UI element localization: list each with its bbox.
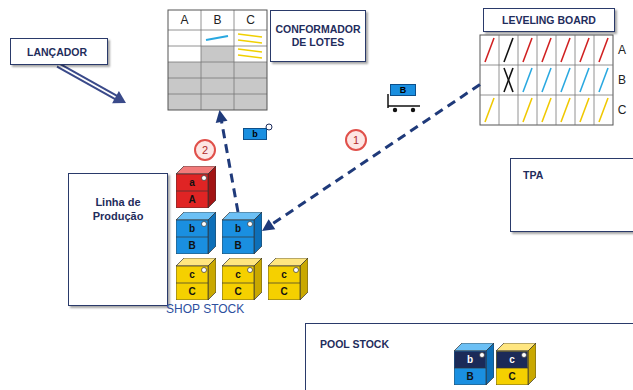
callout-number: 1 <box>345 129 367 151</box>
bin-letter: b <box>176 220 208 237</box>
leveling-grid-drawing <box>480 35 613 125</box>
launcher-box: LANÇADOR <box>10 38 108 65</box>
box-title: LANÇADOR <box>27 46 87 58</box>
area-box: Linha de Produção <box>68 173 168 306</box>
card-letter: B <box>391 85 415 95</box>
bin-drawing <box>454 343 494 385</box>
bin-letter: A <box>176 191 208 208</box>
kanban-bin: aA <box>176 166 216 208</box>
cart-drawing <box>388 94 420 112</box>
label-box: LEVELING BOARD <box>483 8 615 32</box>
leveling-grid: ABC <box>480 35 628 125</box>
bin-drawing <box>222 258 262 300</box>
bin-drawing <box>176 166 216 208</box>
bin-letter: c <box>496 351 528 368</box>
callout-number: 2 <box>194 139 216 161</box>
bin-letter: b <box>454 351 486 368</box>
area-title: Linha de Produção <box>75 196 161 224</box>
bin-drawing <box>496 343 536 385</box>
row-letter: A <box>616 35 628 65</box>
batch-board-drawing <box>168 10 267 110</box>
dashed-line <box>270 85 480 226</box>
kanban-bin: cC <box>222 258 262 300</box>
bin-letter: c <box>222 266 254 283</box>
bin-letter: a <box>176 174 208 191</box>
box-title: CONFORMADOR DE LOTES <box>275 23 361 49</box>
arrow-head <box>216 110 228 123</box>
bin-letter: B <box>176 237 208 254</box>
bin-letter: B <box>454 368 486 385</box>
area-label: SHOP STOCK <box>166 302 244 316</box>
kanban-card: B <box>390 84 416 96</box>
kanban-bin: cC <box>268 258 308 300</box>
bin-letter: C <box>268 283 300 300</box>
kanban-bin: bB <box>176 212 216 254</box>
bin-drawing <box>268 258 308 300</box>
bin-drawing <box>176 258 216 300</box>
kanban-bin: cC <box>496 343 536 385</box>
label-box: CONFORMADOR DE LOTES <box>270 10 366 62</box>
kanban-bin: cC <box>176 258 216 300</box>
bin-letter: C <box>496 368 528 385</box>
dashed-flow-arrow <box>216 110 238 212</box>
box-title: LEVELING BOARD <box>502 14 596 26</box>
arrow-head <box>262 219 275 231</box>
bin-drawing <box>222 212 262 254</box>
card-letter: b <box>244 129 266 139</box>
row-letter: B <box>616 65 628 95</box>
dashed-line <box>221 120 238 212</box>
bin-letter: C <box>176 283 208 300</box>
area-box: POOL STOCKbBcC <box>305 323 633 390</box>
batch-board: ABC <box>168 10 267 110</box>
column-letter: B <box>201 10 234 30</box>
row-letter: C <box>616 95 628 125</box>
column-letter: C <box>234 10 267 30</box>
bin-letter: b <box>222 220 254 237</box>
dashed-flow-arrow <box>262 85 480 231</box>
bin-letter: c <box>176 266 208 283</box>
area-title: TPA <box>523 169 627 181</box>
kanban-bin: bB <box>454 343 494 385</box>
kanban-card: b <box>243 128 267 140</box>
bin-letter: c <box>268 266 300 283</box>
bin-letter: B <box>222 237 254 254</box>
area-box: TPA <box>510 158 633 232</box>
column-letter: A <box>168 10 201 30</box>
launcher-arrow <box>58 65 126 103</box>
bin-drawing <box>176 212 216 254</box>
kanban-bin: bB <box>222 212 262 254</box>
bin-letter: C <box>222 283 254 300</box>
